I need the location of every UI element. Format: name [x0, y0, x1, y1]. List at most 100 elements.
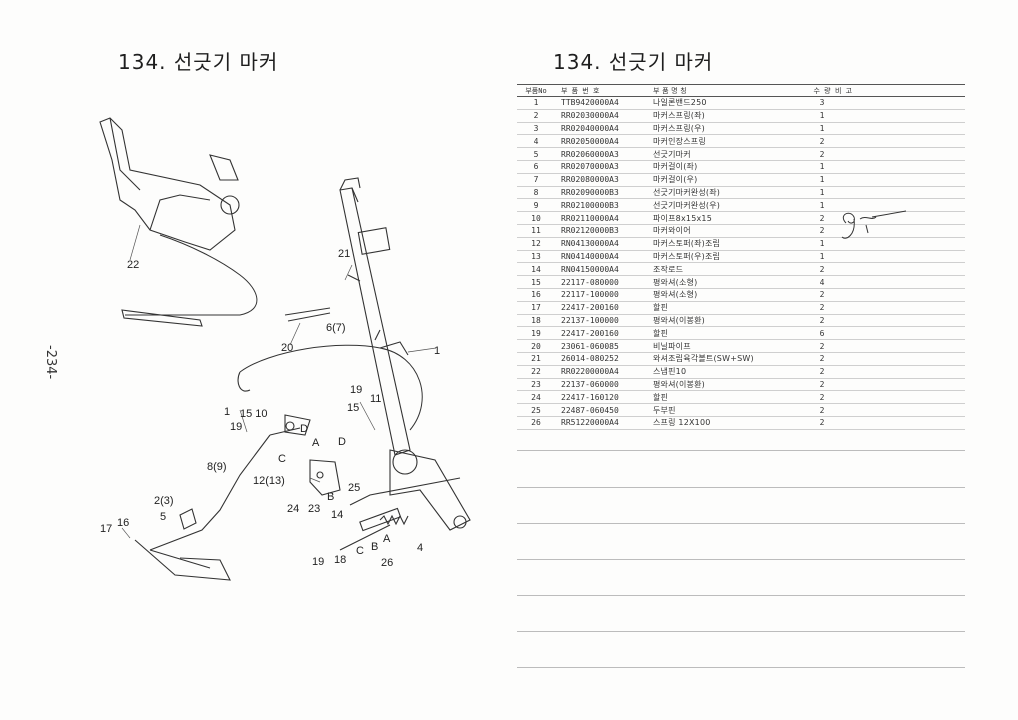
callout-21: 21 — [338, 248, 350, 260]
part-no-index: 4 — [533, 136, 539, 146]
part-no-index: 15 — [531, 277, 541, 287]
part-no-index: 2 — [533, 111, 539, 121]
table-row: 24 22417-160120 할핀 2 — [517, 391, 965, 405]
part-name: 마커걸이(우) — [653, 175, 698, 185]
quantity: 6 — [819, 328, 825, 338]
quantity: 2 — [819, 392, 825, 402]
part-name: 선긋기마커완성(좌) — [653, 187, 721, 197]
part-number: RR02080000A3 — [561, 175, 619, 185]
part-no-index: 24 — [531, 392, 541, 402]
callout-6-7: 6(7) — [326, 322, 346, 334]
part-name: 평와셔(이봉환) — [653, 379, 706, 389]
part-number: RR02120000B3 — [561, 226, 619, 236]
quantity: 1 — [819, 123, 825, 133]
part-number: RR02100000B3 — [561, 200, 619, 210]
part-no-index: 16 — [531, 290, 541, 300]
part-name: 할핀 — [653, 392, 669, 402]
part-no-index: 18 — [531, 315, 541, 325]
callout-1a: 1 — [434, 345, 440, 357]
quantity: 2 — [819, 136, 825, 146]
part-name: 마커스프링(좌) — [653, 111, 706, 121]
part-no-index: 12 — [531, 239, 541, 249]
quantity: 1 — [819, 239, 825, 249]
part-number: 22137-060000 — [561, 379, 619, 389]
parts-list-title: 134. 선긋기 마커 — [553, 50, 714, 74]
quantity: 3 — [819, 98, 825, 108]
part-no-index: 19 — [531, 328, 541, 338]
callout-22: 22 — [127, 259, 139, 271]
part-name: 할핀 — [653, 328, 669, 338]
part-name: 평와셔(이봉환) — [653, 315, 706, 325]
quantity: 2 — [819, 226, 825, 236]
page-number: -234- — [43, 345, 58, 380]
part-no-index: 10 — [531, 213, 541, 223]
callout-D2: D — [338, 436, 346, 448]
part-name: 파이프8x15x15 — [653, 213, 712, 223]
callout-11: 11 — [370, 393, 381, 405]
callout-23: 23 — [308, 503, 320, 515]
quantity: 2 — [819, 405, 825, 415]
part-name: 할핀 — [653, 303, 669, 313]
part-number: 22137-100000 — [561, 315, 619, 325]
part-number: 22417-160120 — [561, 392, 619, 402]
quantity: 1 — [819, 187, 825, 197]
callout-C2: C — [356, 545, 364, 557]
callout-D1: D — [300, 423, 308, 435]
blank-rule — [517, 559, 965, 560]
quantity: 4 — [819, 277, 825, 287]
blank-rule — [517, 487, 965, 488]
callout-24: 24 — [287, 503, 299, 515]
part-no-index: 6 — [533, 162, 539, 172]
quantity: 2 — [819, 290, 825, 300]
blank-rule — [517, 595, 965, 596]
part-number: RN04140000A4 — [561, 251, 619, 261]
part-name: 스프링 12X100 — [653, 418, 711, 428]
handwritten-signature — [841, 210, 907, 239]
part-name: 선긋기마커 — [653, 149, 691, 159]
callout-19b: 19 — [350, 384, 362, 396]
part-no-index: 22 — [531, 367, 541, 377]
quantity: 2 — [819, 341, 825, 351]
grip-handle-shape — [121, 309, 203, 327]
part-name: 비닐파이프 — [653, 341, 691, 351]
part-no-index: 3 — [533, 123, 539, 133]
part-number: RR51220000A4 — [561, 418, 619, 428]
blank-rule — [517, 450, 965, 451]
diagram-title: 134. 선긋기 마커 — [118, 50, 279, 74]
callout-A1: A — [312, 437, 320, 449]
callout-1b: 1 — [224, 406, 230, 418]
part-name: 나일론밴드250 — [653, 98, 707, 108]
part-no-index: 5 — [533, 149, 539, 159]
header-name: 부 품 명 칭 — [653, 86, 687, 95]
part-number: RR02040000A4 — [561, 123, 619, 133]
part-number: RN04130000A4 — [561, 239, 619, 249]
callout-B2: B — [371, 541, 378, 553]
callout-14: 14 — [331, 509, 343, 521]
part-no-index: 25 — [531, 405, 541, 415]
part-name: 평와셔(소형) — [653, 277, 698, 287]
callout-5: 5 — [160, 511, 166, 523]
quantity: 2 — [819, 315, 825, 325]
quantity: 2 — [819, 379, 825, 389]
part-number: RR02090000B3 — [561, 187, 619, 197]
quantity: 2 — [819, 264, 825, 274]
callout-20: 20 — [281, 342, 293, 354]
part-no-index: 17 — [531, 303, 541, 313]
callout-B1: B — [327, 491, 334, 503]
part-number: RR02110000A4 — [561, 213, 619, 223]
part-name: 조작로드 — [653, 264, 684, 274]
